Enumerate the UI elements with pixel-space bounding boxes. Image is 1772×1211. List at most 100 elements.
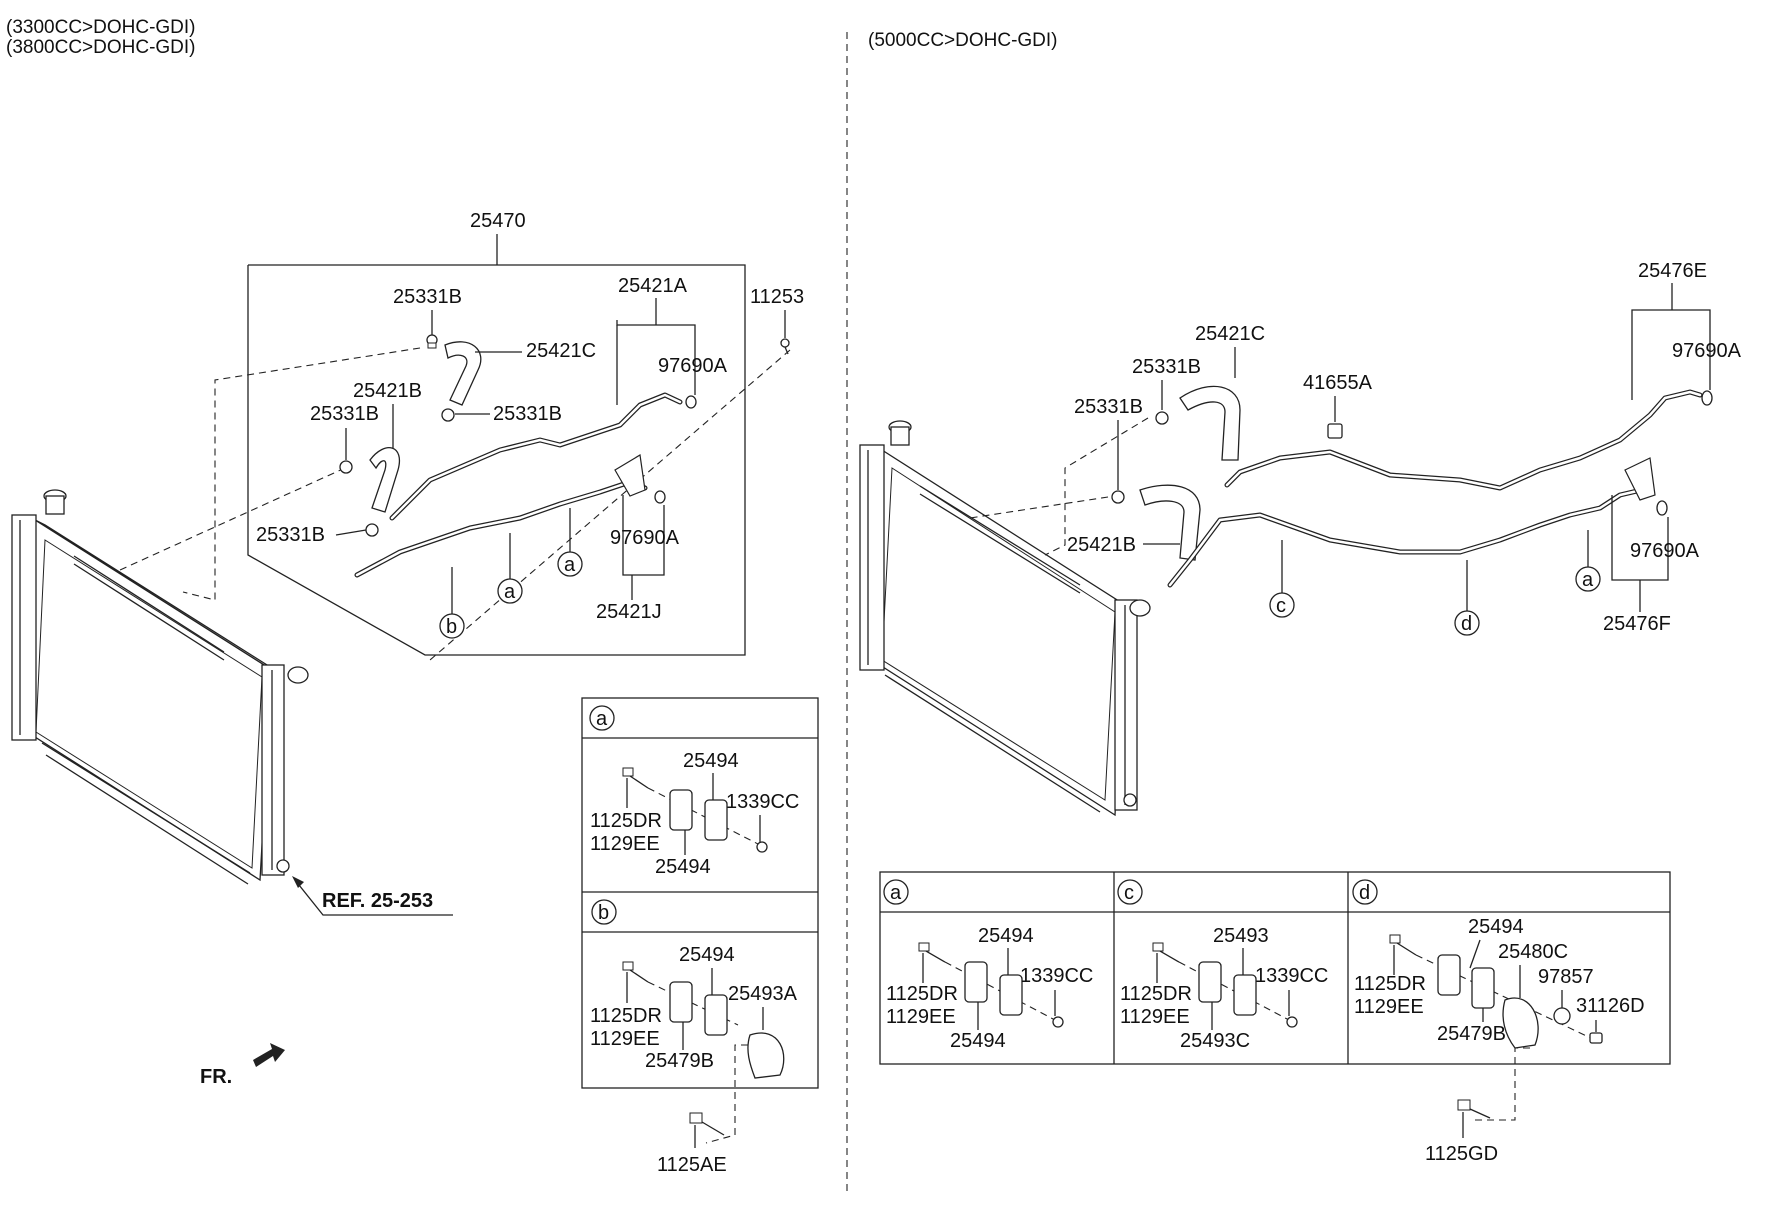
bolt-1125dr[interactable] [918, 942, 946, 963]
bracket-25476f [1624, 457, 1656, 501]
label-25331b: 25331B [256, 524, 325, 546]
pipe-25421j[interactable] [354, 479, 648, 578]
label-25494: 25494 [679, 944, 735, 966]
front-label: FR. [200, 1066, 232, 1088]
label-1129ee: 1129EE [886, 1006, 956, 1028]
pipe-25476f[interactable] [1167, 485, 1653, 588]
label-25476e: 25476E [1638, 260, 1707, 282]
detail-letter-a: a [589, 705, 615, 731]
label-25421a: 25421A [618, 275, 688, 297]
callout-a[interactable]: a [557, 508, 583, 577]
callout-b[interactable]: b [439, 567, 465, 639]
label-11253: 11253 [750, 286, 804, 308]
hose-25421b[interactable] [1139, 484, 1201, 561]
grommet-97857[interactable] [1553, 1007, 1571, 1025]
clamp-25331b[interactable] [426, 334, 438, 349]
label-1125dr: 1125DR [1354, 973, 1426, 995]
clamp-25493c[interactable] [1233, 974, 1257, 1016]
bolt-1125dr[interactable] [1389, 934, 1417, 956]
callout-c[interactable]: c [1269, 540, 1295, 618]
left-radiator[interactable] [11, 489, 309, 885]
hose-25421c[interactable] [444, 341, 482, 406]
clamp-25494[interactable] [669, 789, 693, 831]
bracket-25493a[interactable] [747, 1032, 785, 1079]
label-1125gd: 1125GD [1425, 1143, 1498, 1165]
bolt-1125dr[interactable] [1152, 942, 1180, 963]
clamp-25479b[interactable] [704, 994, 728, 1036]
label-1129ee: 1129EE [590, 833, 660, 855]
bracket-25421j [614, 454, 646, 497]
bolt-1125dr[interactable] [622, 767, 649, 789]
clamp-25479b[interactable] [1471, 967, 1495, 1009]
label-1339cc: 1339CC [1255, 965, 1328, 987]
label-1125dr: 1125DR [590, 810, 662, 832]
callout-a[interactable]: a [1575, 530, 1601, 592]
svg-text:b: b [598, 902, 609, 924]
clamp-25494[interactable] [999, 974, 1023, 1016]
bolt-1125gd[interactable] [1457, 1099, 1491, 1119]
nut-1339cc[interactable] [756, 841, 768, 853]
bracket-25480c[interactable] [1502, 997, 1539, 1049]
label-25479b: 25479B [1437, 1023, 1506, 1045]
clamp-25494[interactable] [669, 981, 693, 1023]
label-41655a: 41655A [1303, 372, 1373, 394]
label-25331b: 25331B [1132, 356, 1201, 378]
hose-25421b[interactable] [369, 447, 401, 513]
label-25480c: 25480C [1498, 941, 1568, 963]
label-97690a: 97690A [1630, 540, 1700, 562]
label-25331b: 25331B [1074, 396, 1143, 418]
detail-letter-c: c [1117, 879, 1143, 905]
label-1129ee: 1129EE [590, 1028, 660, 1050]
label-97690a: 97690A [610, 527, 680, 549]
label-25331b: 25331B [393, 286, 462, 308]
label-25331b: 25331B [493, 403, 562, 425]
label-97690a: 97690A [1672, 340, 1742, 362]
label-25421j: 25421J [596, 601, 662, 623]
oring-97690a[interactable] [654, 490, 666, 504]
label-1125dr: 1125DR [886, 983, 958, 1005]
clamp-25331b[interactable] [441, 408, 455, 422]
clamp-25331b[interactable] [1155, 411, 1169, 425]
oring-97690a[interactable] [1701, 390, 1713, 406]
nut-1339cc[interactable] [1052, 1016, 1064, 1028]
svg-text:d: d [1461, 613, 1472, 635]
callout-d[interactable]: d [1454, 560, 1480, 636]
label-25470: 25470 [470, 210, 526, 232]
label-1339cc: 1339CC [1020, 965, 1093, 987]
nut-1339cc[interactable] [1286, 1016, 1298, 1028]
right-radiator[interactable] [859, 420, 1151, 817]
clamp-25331b[interactable] [365, 523, 379, 537]
clamp-25494[interactable] [964, 961, 988, 1003]
leader-dashed [119, 467, 346, 571]
oring-97690a[interactable] [685, 395, 697, 409]
right-detail-boxes [879, 871, 1671, 1065]
clamp-25493[interactable] [1198, 961, 1222, 1003]
bolt-1125dr[interactable] [622, 961, 649, 983]
leader-dashed [182, 347, 421, 601]
label-25494: 25494 [683, 750, 739, 772]
clamp-25331b[interactable] [339, 460, 353, 474]
label-25493a: 25493A [728, 983, 798, 1005]
label-25494: 25494 [655, 856, 711, 878]
collar-31126d[interactable] [1589, 1032, 1603, 1044]
clamp-25331b[interactable] [1111, 490, 1125, 504]
oring-97690a[interactable] [1656, 500, 1668, 516]
svg-text:a: a [596, 708, 608, 730]
label-97857: 97857 [1538, 966, 1594, 988]
clamp-25494[interactable] [704, 799, 728, 841]
label-1129ee: 1129EE [1120, 1006, 1190, 1028]
bolt-1125ae[interactable] [689, 1112, 725, 1136]
label-1125dr: 1125DR [590, 1005, 662, 1027]
label-25421b: 25421B [1067, 534, 1136, 556]
bolt-11253[interactable] [780, 338, 790, 355]
left-detail-boxes [581, 697, 819, 1089]
hose-25421c[interactable] [1179, 385, 1241, 461]
callout-a[interactable]: a [497, 533, 523, 604]
engine-header-5000: (5000CC>DOHC-GDI) [868, 30, 1058, 51]
label-25494: 25494 [978, 925, 1034, 947]
clamp-25494[interactable] [1437, 954, 1461, 996]
label-1339cc: 1339CC [726, 791, 799, 813]
cap-41655a[interactable] [1327, 423, 1343, 439]
svg-text:b: b [446, 616, 457, 638]
